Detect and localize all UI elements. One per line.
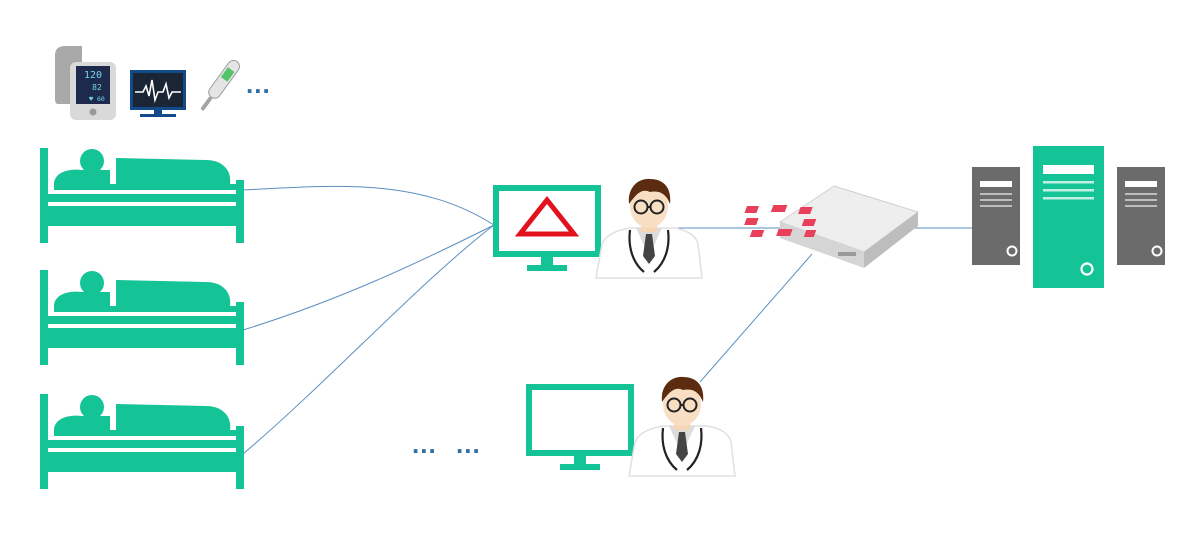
patient-bed-icon — [40, 148, 244, 243]
bp-diastolic: 82 — [92, 83, 102, 92]
connection-lines — [242, 185, 978, 455]
link-doctor2-to-firewall — [699, 253, 813, 383]
more-stations-ellipsis: ... — [456, 429, 481, 459]
doctor-icon — [627, 375, 737, 478]
server-icon — [972, 167, 1020, 265]
server-icon — [1117, 167, 1165, 265]
alert-triangle-icon — [514, 195, 580, 237]
thermometer-icon — [200, 59, 241, 111]
alert-monitor-icon — [493, 185, 601, 271]
server-icon — [1033, 146, 1104, 288]
patient-bed-icon — [40, 270, 244, 365]
blood-pressure-monitor-icon: 120 82 ♥ 60 — [55, 46, 116, 120]
link-bed2-to-alert-monitor — [242, 224, 495, 331]
more-devices-ellipsis: ... — [246, 69, 271, 99]
link-bed1-to-alert-monitor — [242, 185, 495, 226]
patient-bed-icon — [40, 394, 244, 489]
firewall-appliance-icon — [744, 185, 920, 268]
bp-systolic: 120 — [84, 70, 102, 81]
more-stations-ellipsis: ... — [412, 429, 437, 459]
ecg-monitor-icon — [130, 70, 186, 117]
workstation-monitor-icon — [526, 384, 634, 470]
bp-pulse: ♥ 60 — [89, 95, 105, 103]
link-bed3-to-alert-monitor — [242, 224, 495, 455]
